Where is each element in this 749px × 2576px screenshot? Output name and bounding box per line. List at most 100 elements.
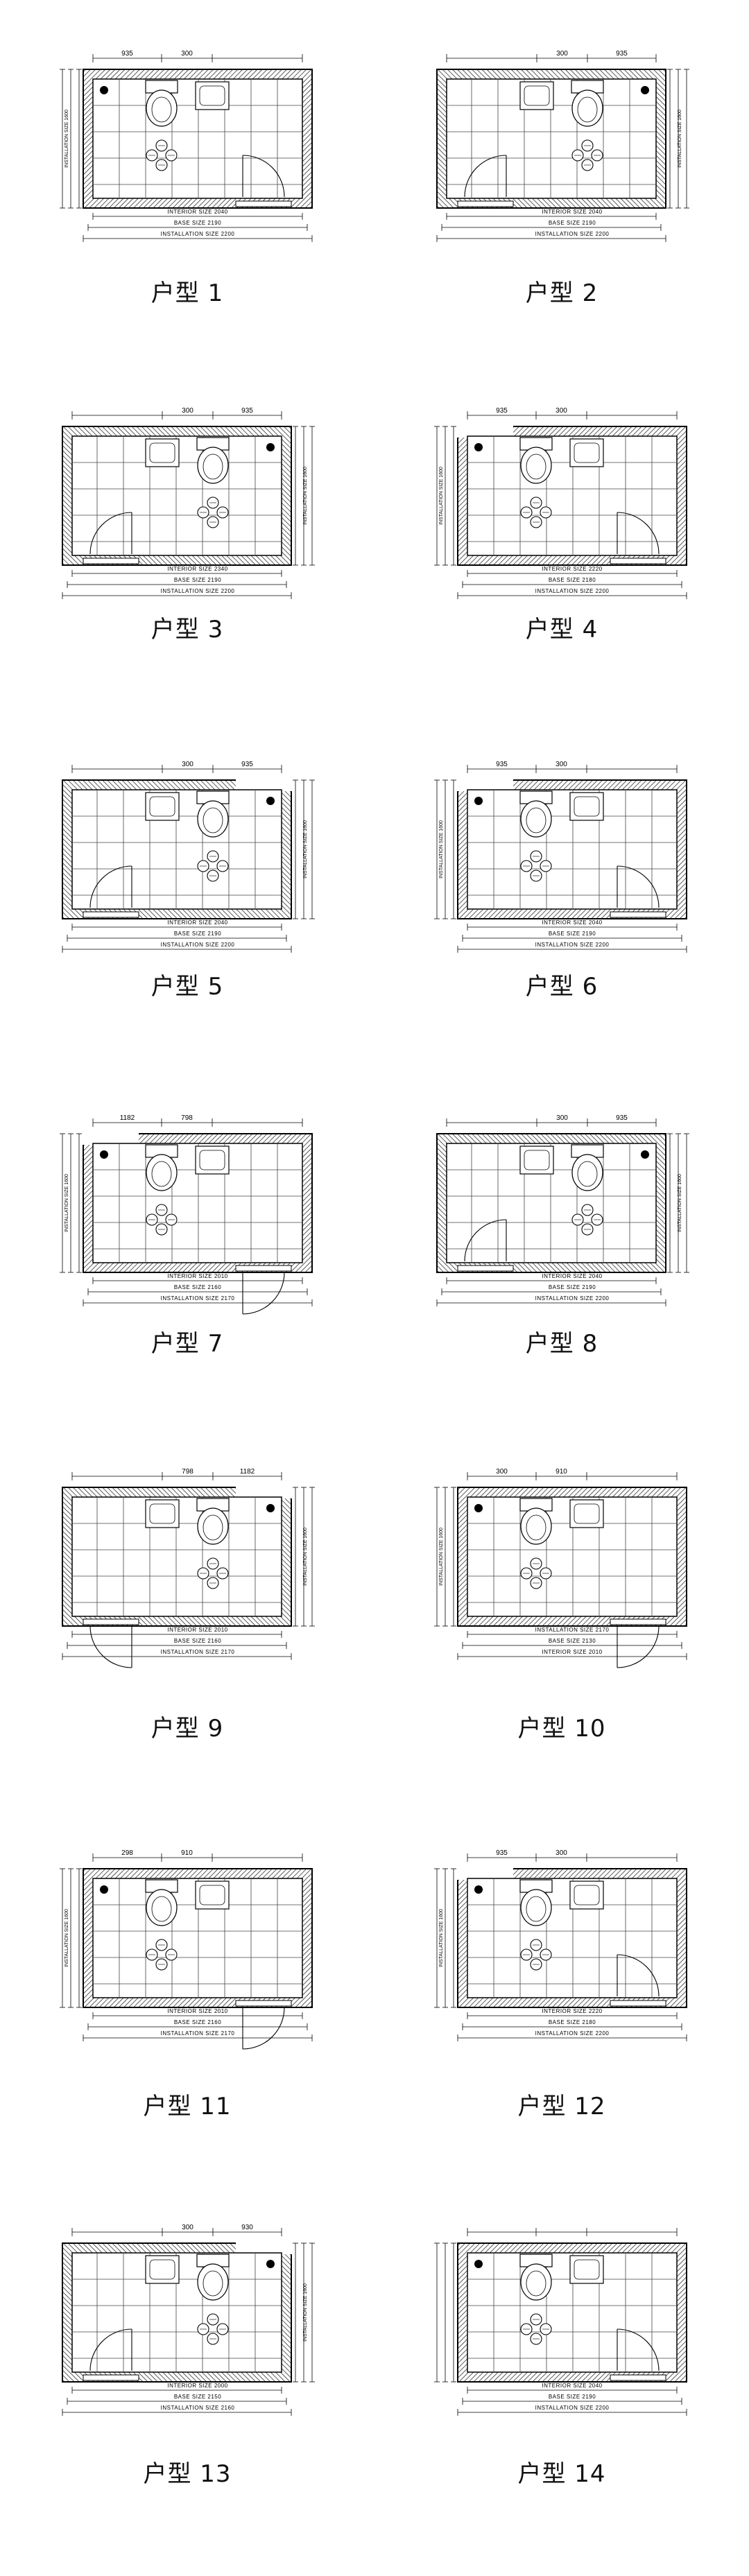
top-dimension-label: 935	[616, 50, 628, 58]
bottom-dimension-lines	[436, 1277, 666, 1306]
vent-symbol	[266, 443, 275, 451]
sink-fixture	[519, 81, 554, 110]
top-dimension-lines	[71, 1472, 282, 1480]
bottom-dimension-label: INSTALLATION SIZE 2170	[161, 1649, 235, 1655]
door-swing	[89, 1625, 132, 1668]
bottom-dimension-label: BASE SIZE 2160	[174, 1284, 221, 1290]
layout-caption: 户型 1	[150, 279, 224, 307]
floor-drain	[197, 2313, 229, 2345]
vent-symbol	[474, 797, 483, 805]
side-dimension-label: INSTALLATION SIZE 1600	[439, 1528, 444, 1586]
bottom-dimension-label: BASE SIZE 2190	[549, 1284, 596, 1290]
layout-caption: 户型 4	[525, 616, 599, 643]
bottom-dimension-lines	[457, 1631, 687, 1660]
toilet-fixture	[145, 1144, 178, 1191]
bottom-dimension-lines	[62, 1631, 292, 1660]
side-dimension-lines	[434, 779, 456, 919]
bottom-dimension-label: INSTALLATION SIZE 2200	[535, 588, 610, 594]
sink-fixture	[569, 2255, 604, 2284]
top-dimension-label: 930	[241, 2224, 253, 2231]
top-dimension-lines	[92, 1853, 303, 1862]
vent-symbol	[474, 1504, 483, 1512]
bottom-dimension-label: INSTALLATION SIZE 2170	[161, 1295, 235, 1302]
layout-caption: 户型 8	[525, 1330, 599, 1358]
side-dimension-lines	[293, 1487, 315, 1627]
sink-fixture	[145, 2255, 180, 2284]
sink-fixture	[145, 792, 180, 821]
side-dimension-lines	[60, 1133, 82, 1273]
bottom-dimension-lines	[62, 2387, 292, 2416]
bottom-dimension-label: BASE SIZE 2190	[549, 2394, 596, 2400]
layout-caption: 户型 3	[150, 616, 224, 643]
toilet-fixture	[519, 1879, 553, 1926]
vent-symbol	[474, 2260, 483, 2268]
bottom-dimension-label: BASE SIZE 2190	[174, 931, 221, 937]
sink-fixture	[145, 1499, 180, 1528]
sink-fixture	[569, 792, 604, 821]
bottom-dimension-label: BASE SIZE 2180	[549, 2019, 596, 2025]
bottom-dimension-label: BASE SIZE 2190	[549, 220, 596, 226]
sink-fixture	[145, 438, 180, 467]
bottom-dimension-label: INSTALLATION SIZE 2200	[535, 2030, 610, 2037]
bottom-dimension-label: BASE SIZE 2190	[174, 220, 221, 226]
top-dimension-label: 798	[181, 1114, 193, 1122]
bottom-dimension-lines	[62, 924, 292, 953]
bottom-dimension-label: INTERIOR SIZE 2010	[167, 1627, 227, 1633]
floor-drain	[571, 139, 603, 171]
door-swing	[242, 1272, 285, 1315]
top-dimension-label: 798	[182, 1468, 193, 1476]
vent-symbol	[100, 1885, 108, 1894]
side-dimension-lines	[293, 2242, 315, 2383]
door-threshold	[83, 2374, 139, 2381]
layout-caption: 户型 9	[150, 1715, 224, 1743]
side-dimension-lines	[60, 1868, 82, 2008]
top-dimension-label: 1182	[120, 1114, 135, 1122]
door-threshold	[235, 200, 292, 207]
vent-symbol	[641, 86, 649, 94]
top-dimension-label: 300	[556, 50, 568, 58]
door-threshold	[83, 557, 139, 564]
floor-drain	[520, 1939, 552, 1971]
layout-caption: 户型 14	[517, 2460, 606, 2488]
toilet-fixture	[196, 790, 230, 838]
bottom-dimension-label: BASE SIZE 2160	[174, 1638, 221, 1644]
bottom-dimension-label: BASE SIZE 2190	[174, 577, 221, 583]
top-dimension-lines	[71, 411, 282, 420]
toilet-fixture	[519, 1498, 553, 1545]
bottom-dimension-label: INSTALLATION SIZE 2200	[535, 231, 610, 237]
bottom-dimension-lines	[457, 2012, 687, 2041]
door-threshold	[83, 1618, 139, 1625]
side-dimension-lines	[434, 426, 456, 566]
side-dimension-lines	[60, 69, 82, 209]
bottom-dimension-label: INTERIOR SIZE 2340	[167, 566, 227, 572]
bottom-dimension-label: INTERIOR SIZE 2040	[167, 209, 227, 215]
toilet-fixture	[196, 2254, 230, 2301]
layout-caption: 户型 12	[517, 2093, 606, 2120]
sink-fixture	[569, 1881, 604, 1910]
bottom-dimension-label: INTERIOR SIZE 2000	[167, 2383, 227, 2389]
top-dimension-lines	[446, 1118, 657, 1127]
top-dimension-label: 300	[182, 407, 193, 415]
sink-fixture	[519, 1146, 554, 1175]
bottom-dimension-label: INSTALLATION SIZE 2200	[535, 942, 610, 948]
bottom-dimension-label: INSTALLATION SIZE 2200	[161, 588, 235, 594]
sink-fixture	[195, 1881, 230, 1910]
door-threshold	[610, 2374, 666, 2381]
